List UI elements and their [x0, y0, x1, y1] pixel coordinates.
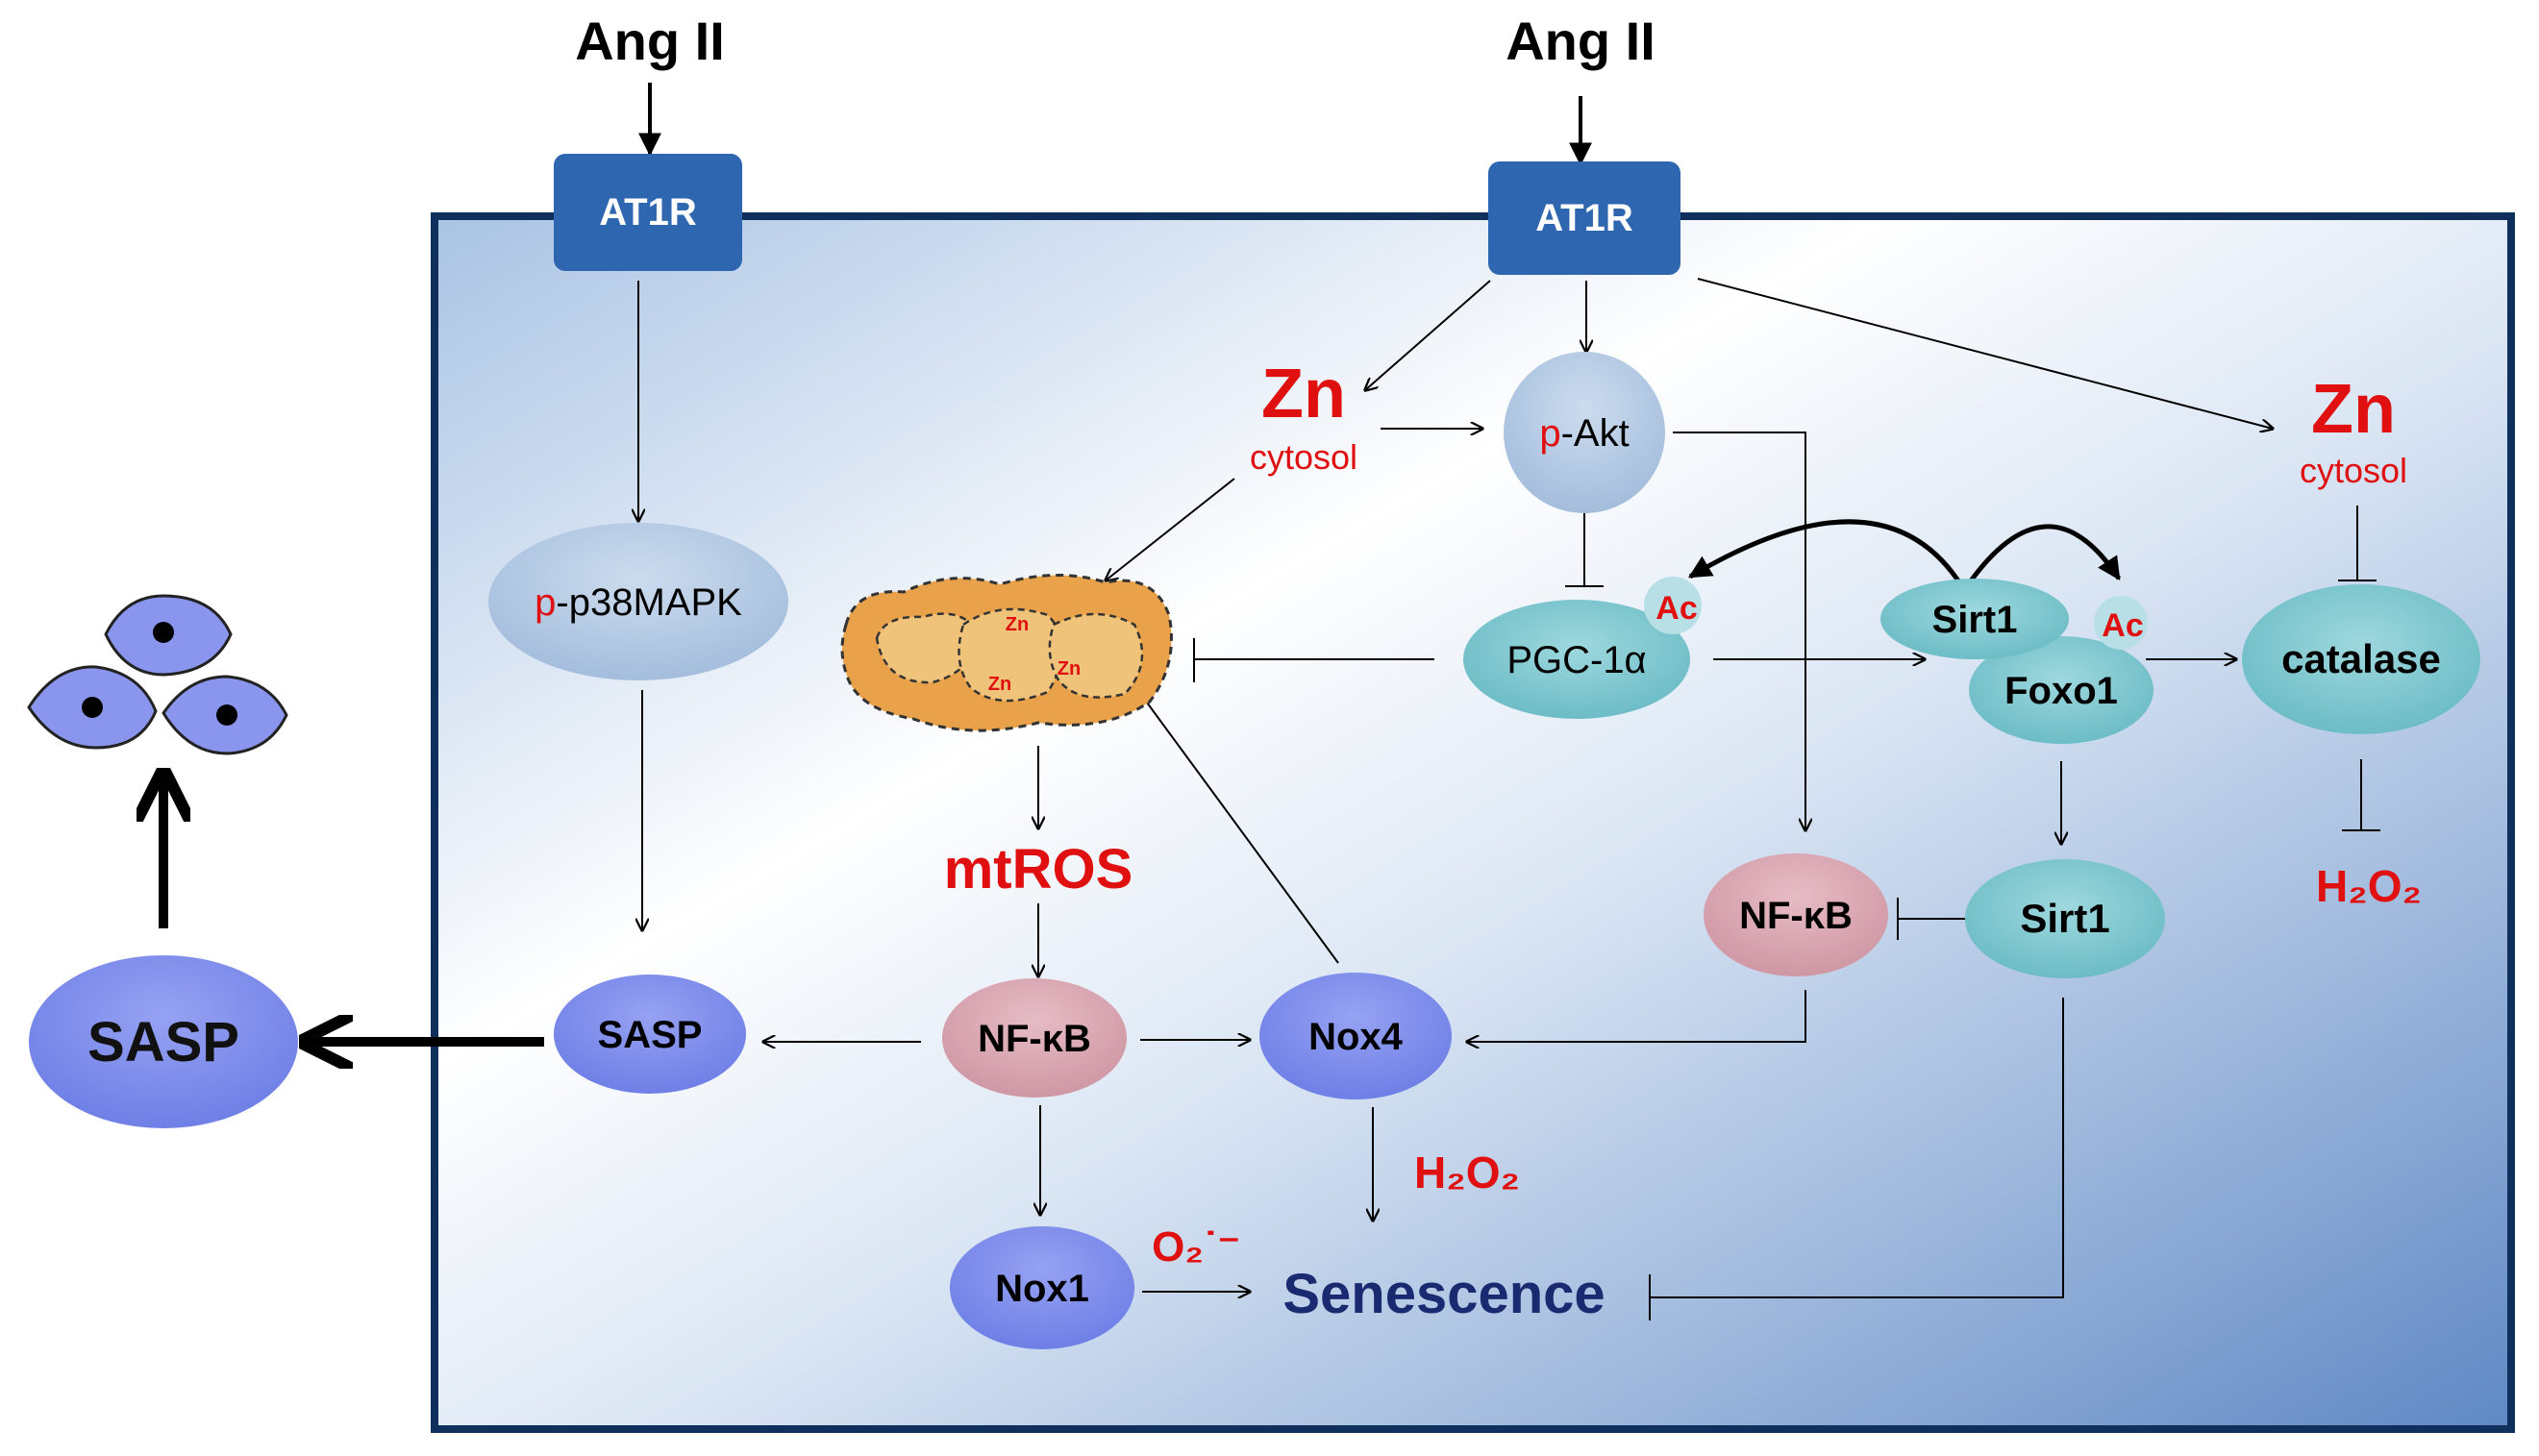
nox4-label: Nox4 [1308, 1016, 1404, 1058]
o2-label: O₂˙⁻ [1152, 1223, 1240, 1271]
inhibit-sirt1-senescence [1650, 998, 2064, 1298]
mito-inner-2 [958, 607, 1064, 703]
zn-left: Zn [1261, 356, 1346, 432]
mito-zn-2: Zn [1058, 658, 1081, 679]
zn-right: Zn [2311, 371, 2396, 448]
catalase-label: catalase [2281, 636, 2441, 681]
sasp-outer-label: SASP [87, 1011, 239, 1073]
ac-label-pgc: Ac [1655, 590, 1697, 627]
ac-label-foxo: Ac [2102, 607, 2143, 644]
arrow-pakt-nfkb [1673, 432, 1805, 830]
ang-ii-right: Ang II [1506, 11, 1655, 71]
sasp-inner-node [554, 975, 746, 1094]
at1r-left-label: AT1R [599, 191, 697, 234]
at1r-left [554, 154, 742, 271]
arrow-nfkb-nox4 [1467, 990, 1806, 1042]
ang-ii-left: Ang II [575, 11, 725, 71]
senescence-label: Senescence [1282, 1263, 1605, 1325]
senescent-cells-icon [27, 594, 288, 755]
pgc-label: PGC-1α [1506, 639, 1646, 681]
mito-inner-3 [1048, 612, 1144, 699]
at1r-right-label: AT1R [1535, 197, 1633, 239]
sirt1-top-node [1880, 579, 2069, 659]
curve-sirt1-pgc [1687, 519, 1966, 590]
catalase-node [2242, 584, 2480, 734]
sasp-outer-node [29, 955, 298, 1128]
nox4-node [1259, 973, 1452, 1099]
cell-nucleus-right [216, 704, 237, 726]
ac-badge-foxo [2094, 596, 2148, 650]
zn-left-sub: cytosol [1250, 437, 1357, 477]
nfkb-right-label: NF-κB [1739, 895, 1853, 937]
arrow-nox4-mito [1136, 688, 1339, 964]
cell-nucleus-left [82, 697, 103, 718]
mtros-label: mtROS [944, 838, 1133, 901]
nox1-label: Nox1 [995, 1268, 1089, 1310]
connectors [638, 278, 2380, 1320]
sirt1-top-label: Sirt1 [1932, 599, 2018, 641]
mito-zn-3: Zn [988, 674, 1011, 695]
arrow-at1r-zn-right [1697, 278, 2273, 429]
sirt1-bottom-node [1965, 859, 2165, 978]
h2o2-center: H₂O₂ [1414, 1148, 1520, 1197]
sirt1-bottom-label: Sirt1 [2020, 896, 2109, 941]
pp38-label: p-p38MAPK [535, 581, 742, 624]
pakt-node [1504, 352, 1665, 513]
at1r-right [1488, 161, 1680, 275]
nox1-node [950, 1226, 1134, 1349]
mito-zn-1: Zn [1006, 614, 1029, 635]
ac-badge-pgc [1644, 577, 1702, 634]
mitochondrion: Zn Zn Zn [840, 573, 1173, 732]
arrow-zn-mito [1106, 478, 1235, 580]
curve-sirt1-foxo [1964, 524, 2122, 588]
sasp-inner-label: SASP [598, 1014, 703, 1056]
cell-membrane [431, 212, 2515, 1433]
foxo1-node [1969, 636, 2153, 744]
zn-right-sub: cytosol [2300, 451, 2407, 490]
pakt-label: p-Akt [1539, 412, 1629, 455]
nfkb-center-node [942, 978, 1127, 1098]
nfkb-right-node [1704, 853, 1888, 976]
arrow-at1r-zn [1365, 280, 1491, 390]
pgc-node [1463, 600, 1690, 719]
h2o2-right: H₂O₂ [2316, 861, 2422, 911]
cell-nucleus-top [153, 622, 174, 643]
pp38-node [488, 523, 788, 680]
foxo1-label: Foxo1 [2004, 670, 2118, 712]
nfkb-center-label: NF-κB [978, 1018, 1091, 1060]
